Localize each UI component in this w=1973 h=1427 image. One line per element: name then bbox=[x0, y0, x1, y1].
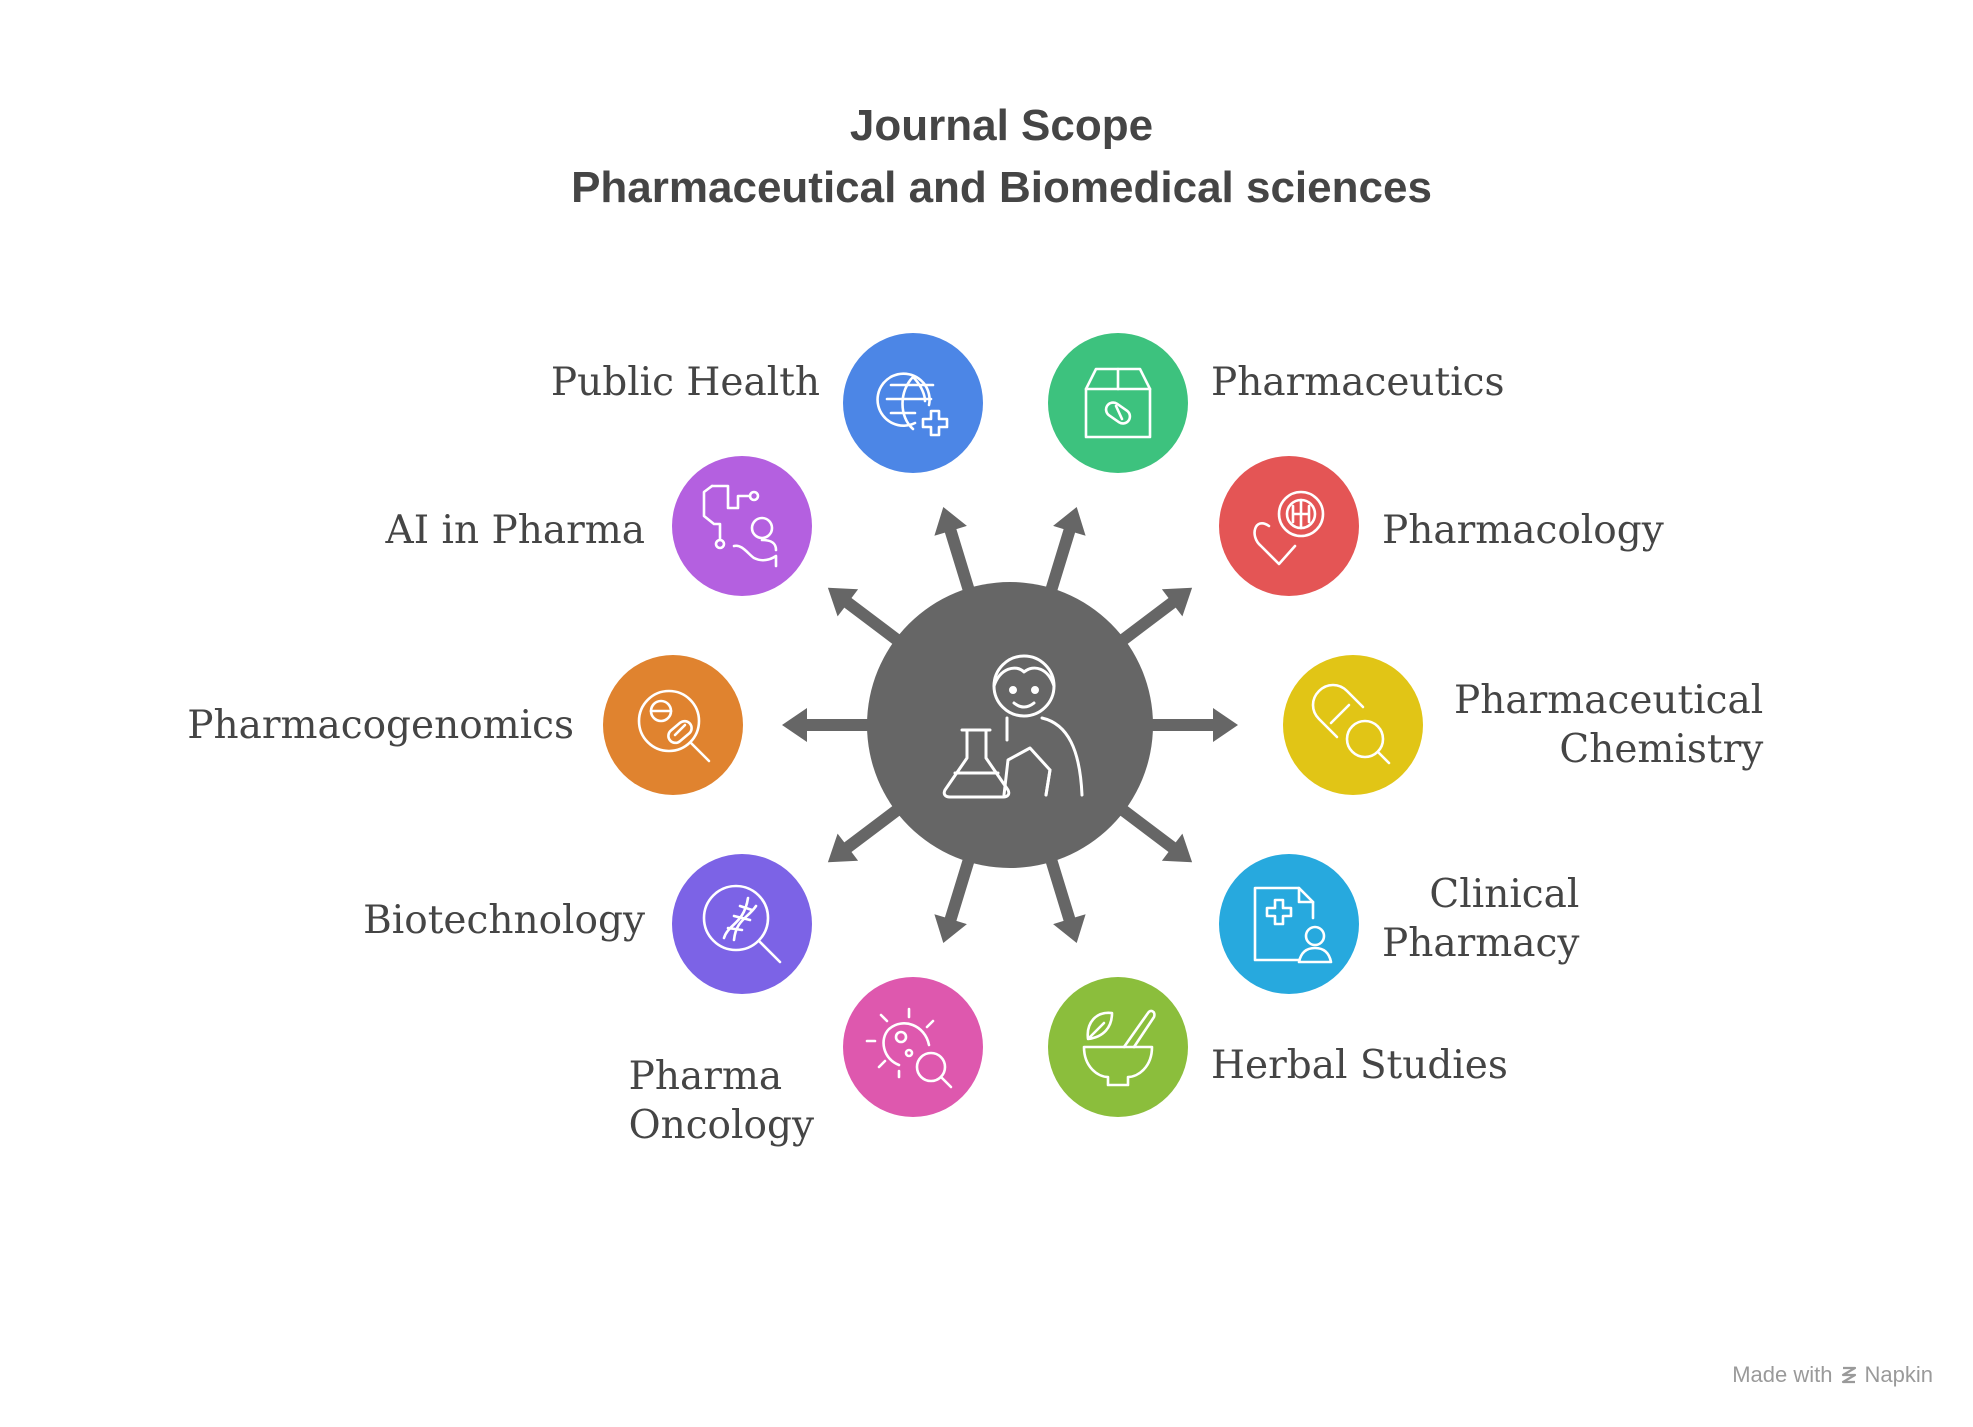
label-line: Pharmaceutical bbox=[1454, 678, 1764, 723]
label-herbal-studies: Herbal Studies bbox=[1211, 1041, 1508, 1090]
arrow-10 bbox=[934, 847, 978, 943]
medical-record-icon bbox=[1253, 886, 1333, 964]
node-pharmaceutical-chemistry bbox=[1283, 655, 1423, 795]
label-ai-in-pharma: AI in Pharma bbox=[386, 506, 645, 555]
node-circle-biotechnology bbox=[672, 854, 812, 994]
mortar-leaf-icon bbox=[1082, 1009, 1156, 1087]
arrow-1 bbox=[1042, 507, 1086, 603]
center-hub bbox=[867, 582, 1153, 868]
label-pharmacogenomics: Pharmacogenomics bbox=[187, 701, 574, 750]
node-pharmacology bbox=[1219, 456, 1359, 596]
label-line: Chemistry bbox=[1559, 727, 1764, 772]
pill-box-icon bbox=[1084, 367, 1152, 439]
node-circle-clinical-pharmacy bbox=[1219, 854, 1359, 994]
node-pharma-oncology bbox=[843, 977, 983, 1117]
node-circle-ai-in-pharma bbox=[672, 456, 812, 596]
arrow-5 bbox=[1140, 708, 1238, 742]
label-line: Biotechnology bbox=[363, 898, 645, 943]
node-circle-pharmacology bbox=[1219, 456, 1359, 596]
cell-search-icon bbox=[865, 1007, 953, 1089]
capsule-search-icon bbox=[1311, 683, 1391, 765]
arrow-7 bbox=[1110, 798, 1193, 863]
footer-credit: Made with Napkin bbox=[1732, 1362, 1933, 1388]
node-circle-pharma-oncology bbox=[843, 977, 983, 1117]
node-herbal-studies bbox=[1048, 977, 1188, 1117]
footer-brand: Napkin bbox=[1864, 1362, 1933, 1387]
label-line: AI in Pharma bbox=[385, 508, 645, 553]
arrow-3 bbox=[1110, 587, 1193, 652]
label-line: Pharmaceutics bbox=[1211, 360, 1505, 405]
label-pharmaceutics: Pharmaceutics bbox=[1211, 358, 1505, 407]
node-biotechnology bbox=[672, 854, 812, 994]
label-line: Clinical bbox=[1429, 872, 1580, 917]
napkin-logo-icon bbox=[1841, 1366, 1856, 1384]
arrows-group bbox=[782, 507, 1238, 943]
node-pharmacogenomics bbox=[603, 655, 743, 795]
arrow-2 bbox=[934, 507, 978, 603]
pill-magnifier-icon bbox=[637, 689, 711, 763]
label-biotechnology: Biotechnology bbox=[363, 896, 645, 945]
arrow-6 bbox=[782, 708, 880, 742]
dna-search-icon bbox=[702, 884, 782, 964]
label-line: Public Health bbox=[550, 360, 820, 405]
label-public-health: Public Health bbox=[551, 358, 820, 407]
label-line: Pharmacology bbox=[1382, 508, 1664, 553]
title-line-1: Journal Scope bbox=[849, 101, 1154, 150]
label-line: Pharmacogenomics bbox=[187, 703, 574, 748]
node-clinical-pharmacy bbox=[1219, 854, 1359, 994]
label-line: Herbal Studies bbox=[1211, 1043, 1508, 1088]
diagram-title: Journal Scope Pharmaceutical and Biomedi… bbox=[0, 95, 1973, 219]
footer-made-with: Made with bbox=[1732, 1362, 1833, 1387]
node-circle-pharmacogenomics bbox=[603, 655, 743, 795]
node-circle-public-health bbox=[843, 333, 983, 473]
node-pharmaceutics bbox=[1048, 333, 1188, 473]
arrow-9 bbox=[1042, 847, 1086, 943]
arrow-8 bbox=[827, 798, 910, 863]
heart-virus-icon bbox=[1253, 490, 1325, 566]
ai-person-icon bbox=[702, 484, 778, 568]
label-line: Pharmacy bbox=[1382, 921, 1580, 966]
label-line: Oncology bbox=[628, 1103, 814, 1148]
label-line: Pharma bbox=[628, 1054, 783, 1099]
scientist-with-flask-icon bbox=[942, 654, 1084, 799]
label-pharmacology: Pharmacology bbox=[1382, 506, 1664, 555]
arrow-4 bbox=[827, 587, 910, 652]
node-ai-in-pharma bbox=[672, 456, 812, 596]
globe-plus-icon bbox=[876, 372, 949, 437]
title-line-2: Pharmaceutical and Biomedical sciences bbox=[571, 163, 1432, 212]
node-public-health bbox=[843, 333, 983, 473]
